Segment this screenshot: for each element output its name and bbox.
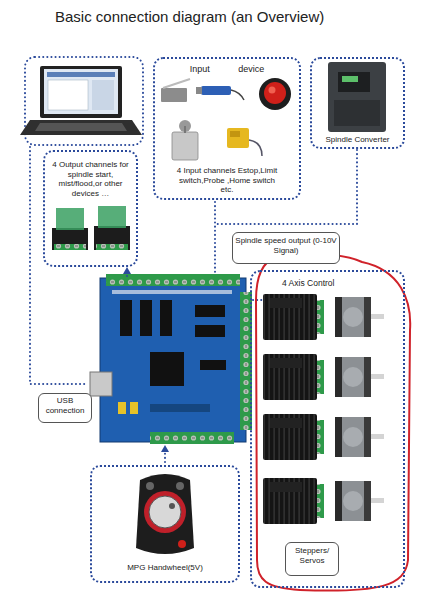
- axis-selector: [146, 482, 154, 490]
- ic-chip: [120, 300, 132, 336]
- spindle-wire: [215, 150, 357, 224]
- relay-modules: [52, 206, 130, 250]
- sensor-cable: [231, 90, 244, 100]
- ic-chip: [160, 300, 172, 336]
- laptop-bezel: [40, 66, 122, 118]
- driver-motor-sets: [263, 294, 384, 524]
- switch-roller: [179, 120, 191, 132]
- driver-motor: [263, 478, 384, 524]
- node-text: 4 Output channels for spindle start, mis…: [49, 160, 132, 198]
- mcu-chip: [150, 352, 184, 386]
- dotted-group-box: Spindle Converter: [310, 57, 405, 149]
- node-text: 4 Axis Control: [282, 278, 382, 288]
- estop-button: [259, 78, 291, 110]
- relay-base: [94, 226, 130, 250]
- estop-cap: [264, 82, 286, 104]
- callout-box: Spindle speed output (0-10V Signal): [232, 232, 340, 264]
- capacitor: [118, 402, 126, 414]
- diagram-title: Basic connection diagram (an Overview): [55, 8, 324, 25]
- inverter-display: [342, 76, 358, 82]
- wheel-rim: [144, 491, 186, 533]
- ic-chip: [195, 325, 225, 337]
- relay-terminals: [54, 244, 86, 250]
- node-text: Spindle speed output (0-10V Signal): [235, 236, 337, 255]
- node-text: USB connection: [40, 396, 90, 415]
- laptop-screen: [44, 69, 118, 114]
- laptop-keyboard: [35, 123, 127, 131]
- callout-box: Steppers/ Servos: [285, 542, 339, 576]
- switch-lever: [163, 79, 190, 88]
- pendant-body: [136, 474, 194, 554]
- dotted-wires: [30, 147, 357, 462]
- relay-cover: [98, 206, 126, 228]
- laptop-illustration: [20, 57, 143, 145]
- sensor-face: [230, 131, 240, 137]
- mpg-handwheel: [136, 474, 194, 554]
- estop-shine: [269, 87, 276, 94]
- silkscreen: [112, 290, 232, 294]
- node-text: 4 Input channels Estop,Limit switch,Prob…: [173, 166, 281, 195]
- inverter-panel: [338, 72, 370, 92]
- terminal-strip: [150, 432, 234, 444]
- node-text: Spindle Converter: [314, 135, 401, 145]
- ic-chip: [200, 360, 226, 370]
- spindle-inverter: [328, 62, 386, 132]
- driver-motor: [263, 414, 384, 460]
- arrow-head: [123, 267, 131, 274]
- proximity-sensor: [227, 128, 249, 148]
- sensor-cable: [249, 140, 262, 156]
- input-devices: [161, 78, 291, 160]
- wheel-dial: [149, 496, 181, 528]
- screen-panel: [48, 80, 88, 110]
- screen-bar: [47, 72, 115, 77]
- screen-panel: [92, 80, 114, 110]
- usb-port: [90, 372, 112, 396]
- relay-terminals: [96, 244, 128, 250]
- inductive-sensor: [201, 86, 231, 95]
- driver-motor: [263, 294, 384, 340]
- node-text: Steppers/ Servos: [287, 546, 337, 565]
- arrow-head: [161, 445, 169, 452]
- callout-box: USB connection: [38, 393, 92, 423]
- controller-board: [90, 274, 252, 444]
- header: [150, 404, 210, 412]
- dotted-group-box: 4 Output channels for spindle start, mis…: [43, 150, 138, 267]
- inverter-body: [328, 62, 386, 132]
- dotted-group-box: MPG Handwheel(5V): [90, 465, 240, 583]
- laptop-base: [20, 120, 142, 135]
- node-text: MPG Handwheel(5V): [94, 563, 236, 573]
- capacitor: [130, 402, 138, 414]
- dotted-group-box: 4 Axis ControlSteppers/ Servos: [250, 270, 405, 588]
- ic-chip: [195, 305, 225, 317]
- wheel-knob: [169, 503, 175, 509]
- axis-wire: [253, 299, 262, 301]
- switch-arm: [184, 126, 186, 133]
- highlight-loop: [256, 254, 410, 591]
- ic-chip: [140, 300, 152, 336]
- inverter-vent: [334, 100, 380, 126]
- limit-switch: [172, 132, 198, 160]
- micro-switch: [161, 88, 187, 102]
- node-text: Input device: [159, 64, 295, 75]
- driver-motor: [263, 354, 384, 400]
- pcb: [100, 278, 246, 442]
- sensor-tip: [196, 87, 202, 94]
- step-selector: [176, 482, 184, 490]
- relay-base: [52, 228, 88, 250]
- estop-button: [178, 540, 186, 548]
- input-wire: [214, 202, 216, 272]
- dotted-group-box: Input device 4 Input channels Estop,Limit…: [153, 57, 301, 200]
- relay-cover: [56, 208, 84, 230]
